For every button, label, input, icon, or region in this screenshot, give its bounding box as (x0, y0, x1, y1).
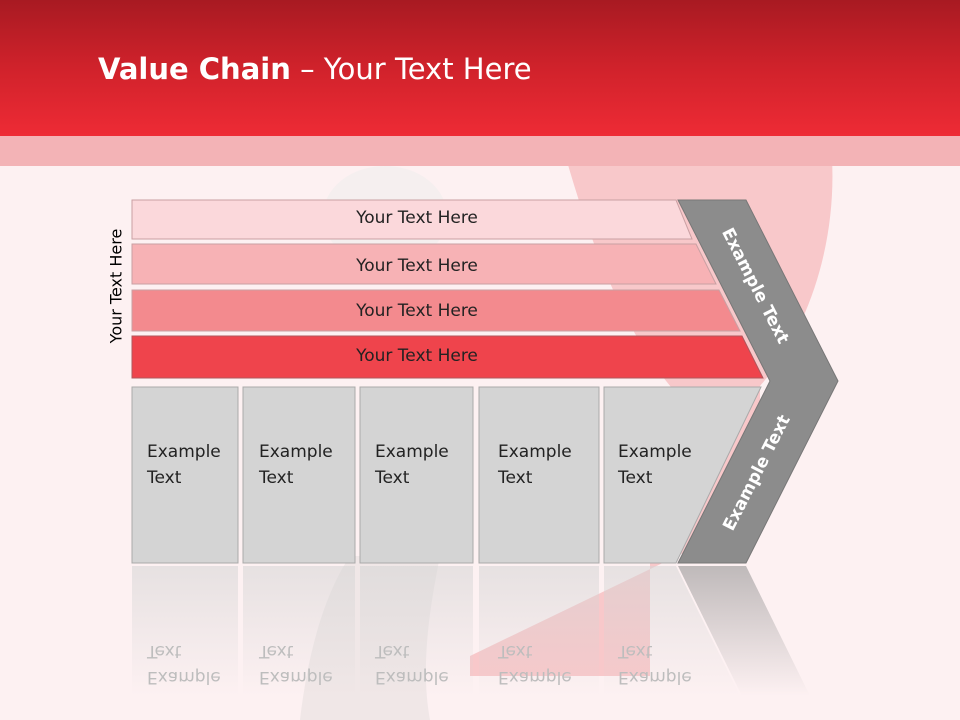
diagram-reflection (132, 566, 810, 696)
primary-box-5-line2: Text (618, 468, 653, 488)
activity-bar-4-label: Your Text Here (356, 346, 478, 366)
primary-box-3-line1: Example (375, 442, 449, 462)
slide-title: Value Chain – Your Text Here (98, 52, 532, 86)
margin-arrow[interactable] (677, 199, 839, 564)
primary-box-2[interactable] (242, 386, 356, 564)
primary-box-3-line2: Text (375, 468, 410, 488)
activity-bar-3-label: Your Text Here (356, 301, 478, 321)
primary-box-3[interactable] (359, 386, 474, 564)
primary-box-1[interactable] (131, 386, 239, 564)
header-sub-band (0, 136, 960, 166)
slide-title-rest: – Your Text Here (290, 52, 532, 86)
activity-bar-2[interactable] (131, 243, 717, 285)
activity-bar-1-label: Your Text Here (356, 208, 478, 228)
primary-box-5[interactable] (603, 386, 762, 564)
activity-bar-3[interactable] (131, 289, 741, 332)
header-band (0, 0, 960, 136)
primary-box-5-line1: Example (618, 442, 692, 462)
slide-title-bold: Value Chain (98, 52, 291, 86)
activity-bar-4[interactable] (131, 335, 764, 379)
primary-box-4-line1: Example (498, 442, 572, 462)
primary-box-4-line2: Text (498, 468, 533, 488)
primary-box-4[interactable] (478, 386, 600, 564)
activity-bar-1[interactable] (131, 199, 693, 240)
activity-bar-2-label: Your Text Here (356, 256, 478, 276)
primary-box-1-line1: Example (147, 442, 221, 462)
primary-box-2-line2: Text (259, 468, 294, 488)
side-label-text: Your Text Here (106, 228, 126, 344)
primary-box-1-line2: Text (147, 468, 182, 488)
primary-box-2-line1: Example (259, 442, 333, 462)
